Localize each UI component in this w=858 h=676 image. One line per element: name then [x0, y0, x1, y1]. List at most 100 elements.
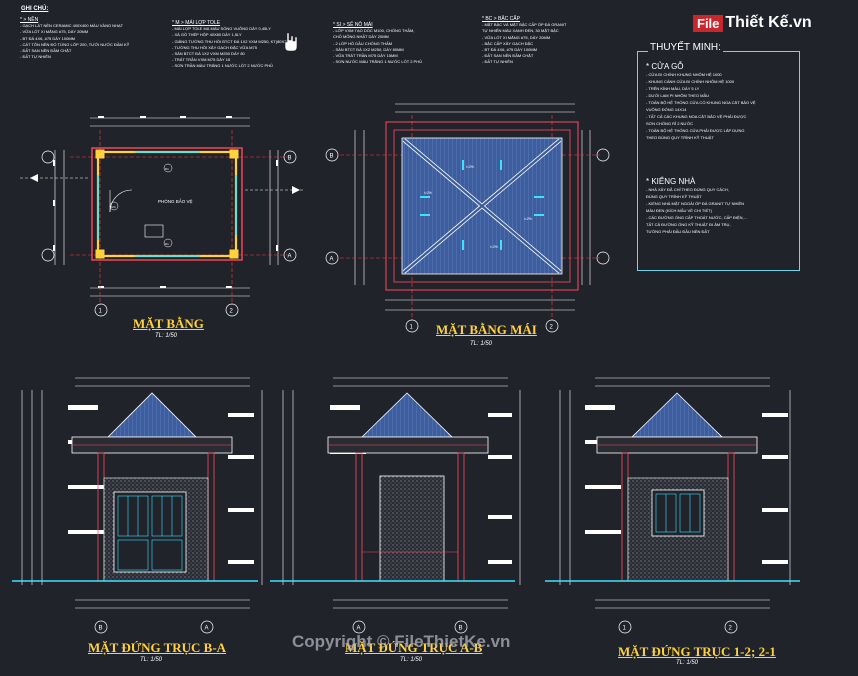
elevation-b-a: B A [12, 377, 263, 634]
list-item: - MÁI LỢP TOLE MẠ MÀU SÓNG VUÔNG DÀY 0,4… [172, 26, 271, 32]
list-item: TẤT CẢ ĐƯỜNG ỐNG KỸ THUẬT ĐI ÂM TRỤ, [646, 222, 731, 227]
list-item: - BT ĐÁ 4X6, #75 DÀY 100MM [20, 35, 75, 41]
notes-heading: GHI CHÚ: [21, 6, 49, 12]
floor-plan-tags [109, 163, 173, 248]
notes-floor: * > NỀN - GẠCH LÁT NỀN CERAMIC 400X400 M… [20, 17, 129, 60]
notes-steps-list: - MẶT BẬC VÀ MẶT BẬC CẤP ỐP ĐÁ GRANIT TỰ… [482, 22, 566, 65]
elevation-b-a-roof [107, 392, 197, 438]
list-item: - TƯỜNG THU HỒI XÂY GẠCH ĐẶC VỮA M75 [172, 44, 257, 50]
axis-label: B [99, 626, 103, 632]
elevation-1-2-roof [631, 392, 723, 438]
list-item: - BẬC CẤP XÂY GẠCH ĐẶC [482, 40, 534, 46]
list-item: - VỮA LÓT XI MĂNG #75, DÀY 20MM [20, 29, 89, 35]
floor-plan-dim-ticks [53, 116, 278, 288]
elevation-a-b-dimensions [282, 377, 521, 609]
notes-roof-list: - MÁI LỢP TOLE MẠ MÀU SÓNG VUÔNG DÀY 0,4… [172, 26, 290, 69]
elevation-a-b-column-right [457, 452, 465, 582]
roof-plan-scale: TL: 1/50 [470, 341, 493, 347]
list-item: TỰ NHIÊN MÀU XANH ĐEN, 30 MẶT BẬC [482, 28, 559, 34]
logo-text: Thiết Kế.vn [725, 14, 812, 31]
elevation-b-a-door [113, 491, 187, 573]
list-item: - SÀN BTCT ĐÁ 1X2 VXM M250 DÀY 80 [172, 51, 245, 57]
list-item: THEO ĐÚNG QUY TRÌNH KỸ THUẬT [646, 135, 714, 140]
elevation-b-a-column-right [207, 452, 215, 582]
list-item: TƯỜNG PHẢI ĐẦU ĐẦU NỀN ĐẤT [646, 229, 710, 234]
spec-panel: THUYẾT MINH: * CỬA GỖ - CỬA ĐI CHÍNH KHU… [637, 42, 800, 271]
axis-label: A [330, 257, 334, 263]
notes-roof-title: * M > MÁI LỢP TOLE [172, 20, 221, 26]
list-item: - CÁC ĐƯỜNG ỐNG CẤP THOÁT NƯỚC, CẤP ĐIỆN… [646, 215, 747, 220]
list-item: - TRÊN KÍNH MÀU, DÀY 5 LY [646, 86, 700, 91]
logo-mark: File [693, 14, 724, 32]
list-item: - GIẰNG TƯỜNG THU HỒI BTCT ĐÁ 1X2 VXM M2… [172, 38, 290, 44]
list-item: - XÀ GỒ THÉP HỘP 40X80 DÀY 1,5LY [172, 32, 242, 38]
notes-gutter: * SI > SÊ NÔ MÁI - LỚP VXM TẠO DỐC M100,… [333, 22, 422, 65]
copyright-watermark: Copyright © FileThietKe.vn [292, 632, 511, 651]
elevation-1-2-axis-bubbles [618, 620, 738, 634]
axis-label: B [288, 156, 292, 162]
elevation-b-a-scale: TL: 1/50 [140, 657, 163, 663]
list-item: ĐÚNG QUY TRÌNH KỸ THUẬT [646, 194, 702, 199]
list-item: - KHUNG CÁNH CỬA ĐI CHÍNH NHÔM HỆ 1000 [646, 79, 735, 84]
list-item: MÀU ĐEN (KÍCH MẪU VỀ CHI TIẾT) [646, 208, 712, 213]
notes-gutter-title: * SI > SÊ NÔ MÁI [333, 22, 373, 28]
axis-label: 1 [410, 325, 414, 331]
list-item: - SƠN NƯỚC MÀU TRẮNG 1 NƯỚC LÓT 2 PHỦ [333, 59, 422, 65]
elevation-1-2-scale: TL: 1/50 [676, 660, 699, 666]
roof-plan-gutter-outline [385, 121, 579, 291]
spec-house-title: * KIỂNG NHÀ [646, 177, 696, 186]
spec-doors: * CỬA GỖ - CỬA ĐI CHÍNH KHUNG NHÔM HỆ 10… [646, 62, 756, 141]
elevation-b-a-title: MẶT ĐỨNG TRỤC B-A [88, 640, 227, 655]
floor-plan-columns [95, 149, 239, 259]
floor-plan: PHÒNG BẢO VỆ D1 D1 D24 1 2 B A [20, 116, 305, 317]
list-item: - VỮA TRÁT TRẦN M75 DÀY 15MM [333, 53, 398, 59]
roof-plan-title: MẶT BẰNG MÁI [436, 322, 537, 337]
list-item: - DƯỚI LAM PI NHÔM THEO MẪU [646, 93, 709, 98]
hand-cursor-icon [284, 32, 298, 52]
floor-plan-scale: TL: 1/50 [155, 333, 178, 339]
list-item: - MẶT BẬC VÀ MẶT BẬC CẤP ỐP ĐÁ GRANIT [482, 22, 567, 28]
slope-label: i=2% [524, 217, 532, 221]
roof-plan: i=2% i=2% i=2% i=2% 1 2 B A [325, 103, 610, 333]
axis-label: 1 [623, 626, 627, 632]
elevation-b-a-column-left [97, 452, 105, 582]
slope-label: i=2% [424, 191, 432, 195]
floor-plan-tag-d1b: D1 [165, 242, 169, 246]
floor-plan-section-marks [30, 174, 300, 194]
floor-plan-dimensions [54, 117, 279, 297]
list-item: - VỮA LÓT XI MĂNG #75, DÀY 20MM [482, 34, 551, 40]
floor-plan-room-label: PHÒNG BẢO VỆ [158, 197, 193, 204]
list-item: - 2 LỚP HỒ DẦU CHỐNG THẤM [333, 40, 393, 46]
elevation-a-b-column-left [355, 452, 363, 582]
spec-doors-title: * CỬA GỖ [646, 62, 684, 71]
elevation-1-2-column-right [727, 452, 735, 582]
elevation-1-2: 1 2 [545, 377, 800, 634]
list-item: - SƠN TRẦN MÀU TRẮNG 1 NƯỚC LÓT 2 NƯỚC P… [172, 63, 273, 69]
list-item: - ĐẤT SAN NỀN ĐẦM CHẶT [20, 48, 72, 54]
spec-house: * KIỂNG NHÀ - NHÀ XÂY ĐÃ CHỈ THEO ĐÚNG Q… [646, 177, 747, 235]
elevation-1-2-window [651, 489, 705, 537]
list-item: - CỬA ĐI CHÍNH KHUNG NHÔM HỆ 1000 [646, 72, 722, 77]
slope-label: i=2% [490, 245, 498, 249]
list-item: VUÔNG ĐÓNG 14X14 [646, 107, 687, 112]
elevation-1-2-column-left [621, 452, 629, 582]
floor-plan-windows [97, 151, 237, 257]
list-item: - LỚP VXM TẠO DỐC M100, CHỐNG THẤM, [333, 28, 415, 34]
site-logo: File Thiết Kế.vn [693, 14, 812, 32]
axis-label: A [288, 254, 292, 260]
roof-plan-slope-arrows [420, 160, 544, 250]
roof-plan-axis-bubbles [325, 148, 610, 333]
slope-label: i=2% [466, 165, 474, 169]
elevation-a-b-roof [361, 392, 453, 438]
elevation-1-2-dimensions [559, 377, 791, 609]
notes-steps-title: * BC > BẬC CẤP [482, 16, 520, 22]
floor-plan-tag-d24: D24 [110, 205, 116, 209]
notes-floor-list: - GẠCH LÁT NỀN CERAMIC 400X400 MÀU VÀNG … [20, 23, 129, 60]
list-item: SƠN CHỐNG RỈ 2 NƯỚC [646, 121, 694, 126]
elevation-a-b-axis-bubbles [352, 620, 468, 634]
axis-label: B [330, 154, 334, 160]
spec-house-list: - NHÀ XÂY ĐÃ CHỈ THEO ĐÚNG QUY CÁCH, ĐÚN… [646, 186, 747, 235]
notes-roof: * M > MÁI LỢP TOLE - MÁI LỢP TOLE MẠ MÀU… [172, 20, 290, 70]
elevation-a-b-scale: TL: 1/50 [400, 657, 423, 663]
roof-plan-dimensions [354, 103, 591, 311]
